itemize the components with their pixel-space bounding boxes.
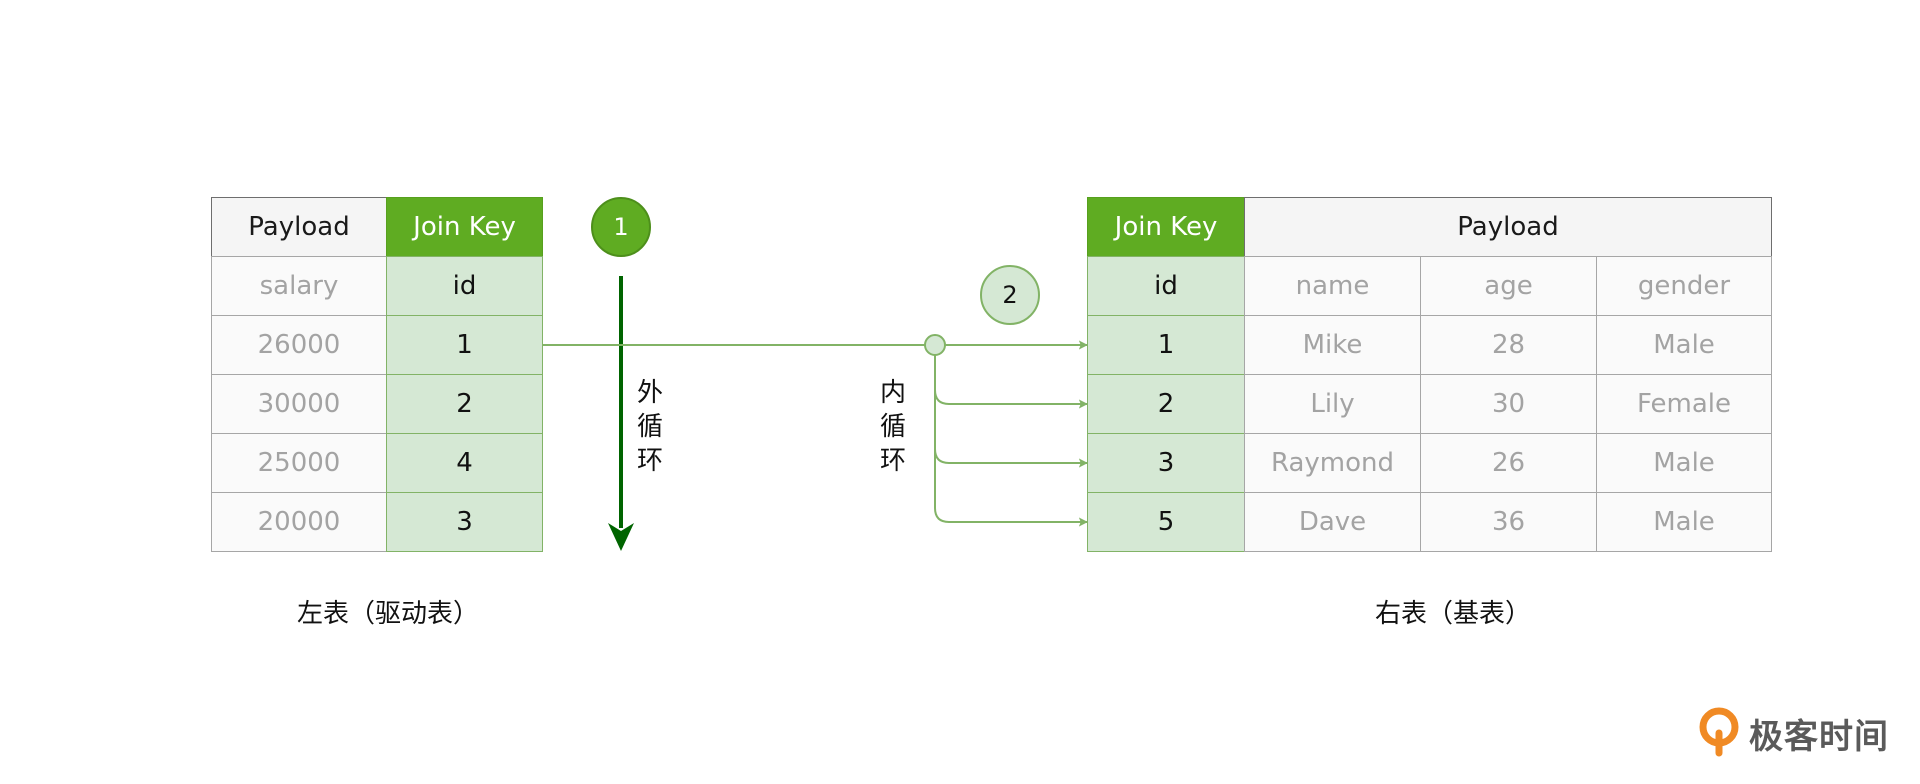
right-row-3-name: Raymond xyxy=(1244,433,1421,493)
right-row-4-age: 36 xyxy=(1420,492,1597,552)
outer-loop-label: 外 循 环 xyxy=(636,378,663,476)
right-row-3-age: 26 xyxy=(1420,433,1597,493)
right-column-name: name xyxy=(1244,256,1421,316)
right-row-1-gender: Male xyxy=(1596,315,1772,375)
geektime-logo-icon xyxy=(1699,707,1739,757)
inner-loop-label: 内 循 环 xyxy=(879,378,906,476)
left-row-2-id: 2 xyxy=(386,374,543,434)
inner-arrow-row-4 xyxy=(934,354,1088,527)
inner-arrow-row-2 xyxy=(934,354,1088,409)
inner-loop-step-badge: 2 xyxy=(980,265,1040,325)
right-column-age: age xyxy=(1420,256,1597,316)
left-row-3-salary: 25000 xyxy=(211,433,387,493)
right-row-4-id: 5 xyxy=(1087,492,1245,552)
right-table-caption: 右表（基表） xyxy=(1374,599,1532,629)
geektime-logo-text: 极客时间 xyxy=(1749,716,1889,757)
right-row-1-id: 1 xyxy=(1087,315,1245,375)
right-row-3-gender: Male xyxy=(1596,433,1772,493)
right-row-1-name: Mike xyxy=(1244,315,1421,375)
right-row-2-name: Lily xyxy=(1244,374,1421,434)
geektime-logo: 极客时间 xyxy=(1697,706,1889,760)
right-header-join-key: Join Key xyxy=(1087,197,1245,257)
left-header-payload: Payload xyxy=(211,197,387,257)
right-row-2-gender: Female xyxy=(1596,374,1772,434)
left-row-3-id: 4 xyxy=(386,433,543,493)
right-row-4-gender: Male xyxy=(1596,492,1772,552)
left-row-1-id: 1 xyxy=(386,315,543,375)
branch-point-circle xyxy=(924,334,946,356)
left-column-salary: salary xyxy=(211,256,387,316)
inner-arrow-row-3 xyxy=(934,354,1088,468)
left-row-1-salary: 26000 xyxy=(211,315,387,375)
left-table-caption: 左表（驱动表） xyxy=(296,599,480,629)
outer-loop-step-badge: 1 xyxy=(591,197,651,257)
left-column-id: id xyxy=(386,256,543,316)
left-row-4-id: 3 xyxy=(386,492,543,552)
left-row-4-salary: 20000 xyxy=(211,492,387,552)
right-row-2-id: 2 xyxy=(1087,374,1245,434)
outer-loop-arrowhead xyxy=(608,523,634,551)
right-row-1-age: 28 xyxy=(1420,315,1597,375)
right-row-2-age: 30 xyxy=(1420,374,1597,434)
